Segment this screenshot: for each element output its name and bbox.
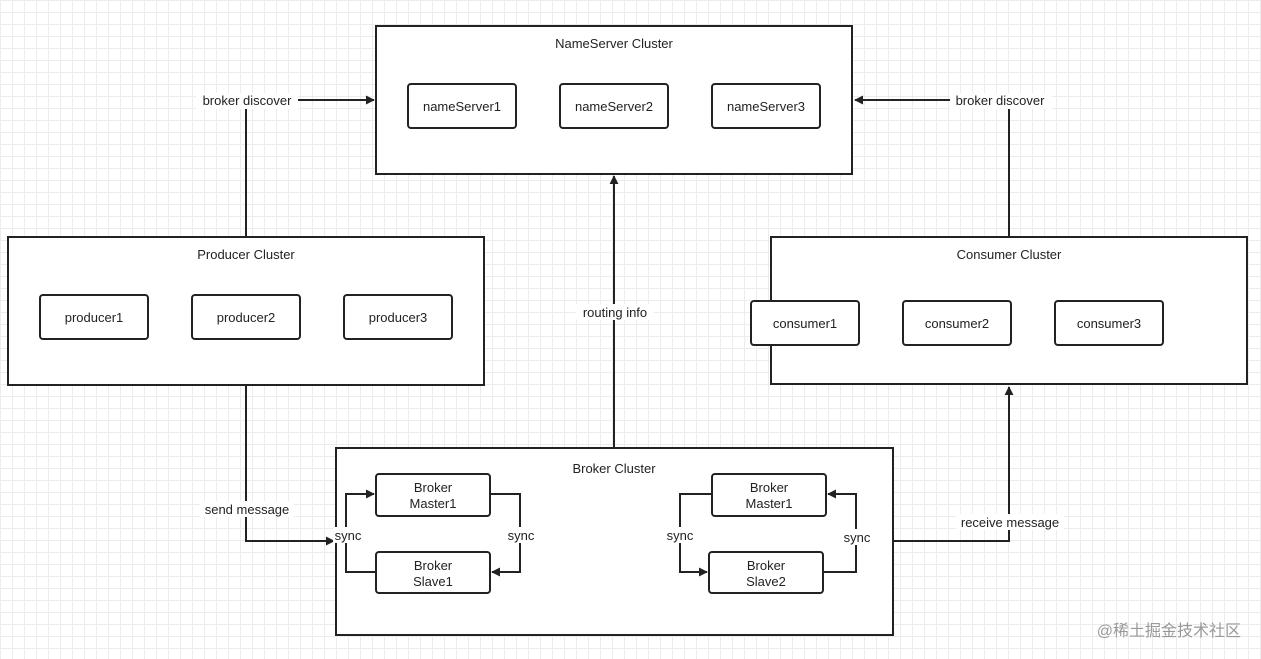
right-sync-label-1: sync: [667, 528, 694, 543]
consumer-discover-label: broker discover: [956, 93, 1046, 108]
left-sync-label-2: sync: [508, 528, 535, 543]
producer2-label: producer2: [217, 310, 276, 325]
consumer3-label: consumer3: [1077, 316, 1141, 331]
left-broker-master-node: [375, 473, 491, 517]
producer-discover-label: broker discover: [203, 93, 293, 108]
consumer3-node: [1054, 300, 1164, 346]
producer3-node: [343, 294, 453, 340]
right-broker-master-node: [711, 473, 827, 517]
nameserver2-label: nameServer2: [575, 99, 653, 114]
receive-message-edge: [893, 386, 1014, 542]
nameserver3-label: nameServer3: [727, 99, 805, 114]
nameserver1-node: [407, 83, 517, 129]
producer-cluster-title: Producer Cluster: [197, 247, 295, 262]
producer1-label: producer1: [65, 310, 124, 325]
right-master-label-line1: Broker: [750, 480, 789, 495]
nameserver3-node: [711, 83, 821, 129]
left-broker-slave-node: [375, 551, 491, 594]
right-slave-label-line1: Broker: [747, 558, 786, 573]
left-slave-label-line2: Slave1: [413, 574, 453, 589]
nameserver-cluster-title: NameServer Cluster: [555, 36, 673, 51]
consumer1-label: consumer1: [773, 316, 837, 331]
left-master-label-line2: Master1: [410, 496, 457, 511]
receive-message-label: receive message: [961, 515, 1059, 530]
consumer1-node: [750, 300, 860, 346]
send-message-edge: [245, 385, 335, 546]
consumer-discover-edge: [854, 95, 1010, 237]
nameserver1-label: nameServer1: [423, 99, 501, 114]
left-sync-label-1: sync: [335, 528, 362, 543]
right-sync-label-2: sync: [844, 530, 871, 545]
send-message-label: send message: [205, 502, 290, 517]
nameserver2-node: [559, 83, 669, 129]
right-slave-label-line2: Slave2: [746, 574, 786, 589]
left-master-label-line1: Broker: [414, 480, 453, 495]
producer-discover-edge: [245, 95, 375, 237]
broker-cluster-title: Broker Cluster: [572, 461, 656, 476]
left-slave-label-line1: Broker: [414, 558, 453, 573]
consumer2-label: consumer2: [925, 316, 989, 331]
right-master-label-line2: Master1: [746, 496, 793, 511]
watermark: @稀土掘金技术社区: [1097, 622, 1241, 640]
producer1-node: [39, 294, 149, 340]
producer2-node: [191, 294, 301, 340]
consumer-cluster-title: Consumer Cluster: [957, 247, 1062, 262]
consumer2-node: [902, 300, 1012, 346]
right-broker-slave-node: [708, 551, 824, 594]
producer3-label: producer3: [369, 310, 428, 325]
routing-info-label: routing info: [583, 305, 647, 320]
